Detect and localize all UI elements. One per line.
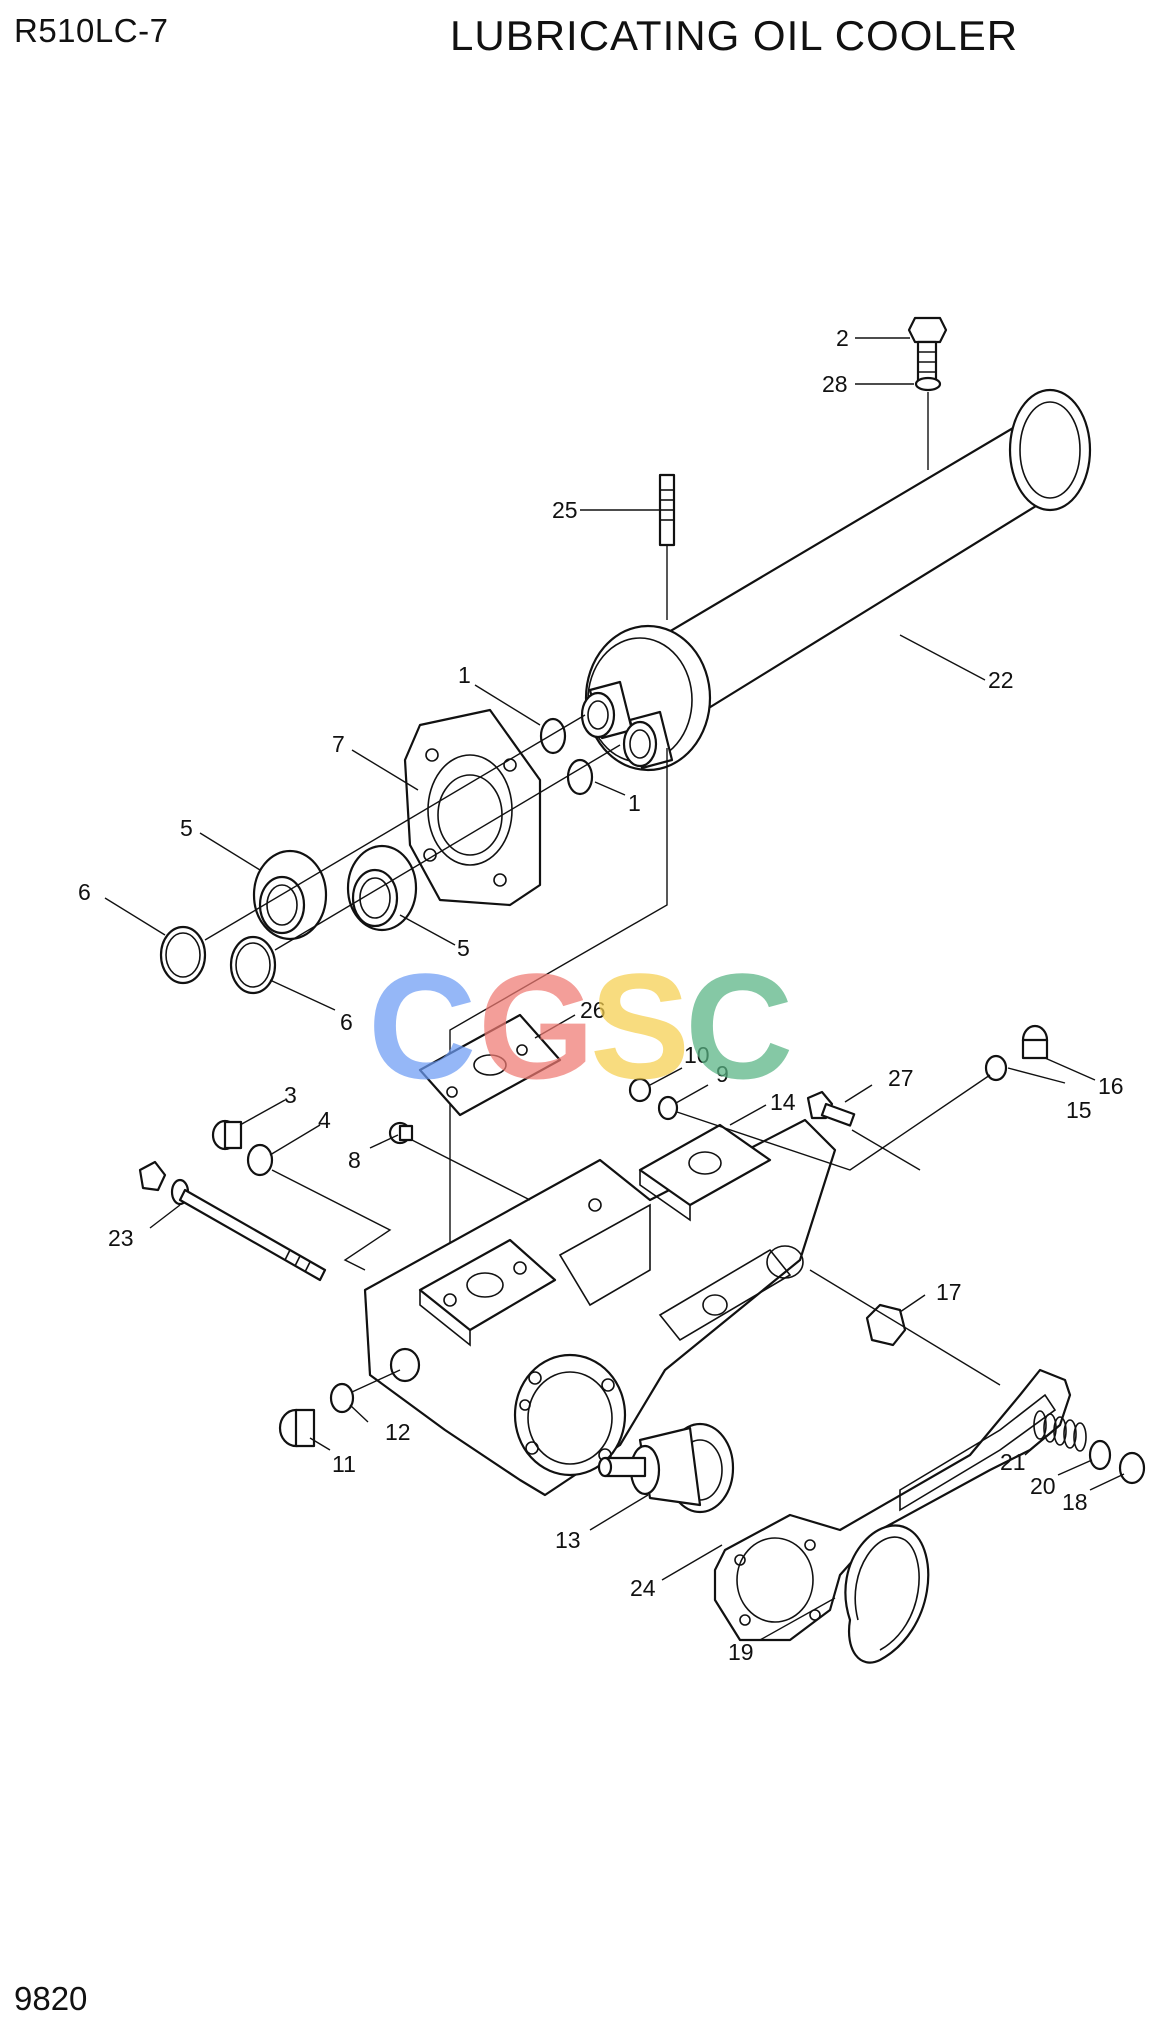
spring	[1033, 1410, 1087, 1452]
callout-24: 24	[630, 1575, 656, 1601]
valve-housing	[363, 1118, 837, 1497]
callout-20: 20	[1030, 1473, 1056, 1499]
callout-16: 16	[1098, 1073, 1124, 1099]
callout-25: 25	[552, 497, 578, 523]
cooler-nozzle	[622, 710, 674, 770]
callout-6: 6	[340, 1009, 353, 1035]
plug	[211, 1119, 243, 1151]
callout-15: 15	[1066, 1097, 1092, 1123]
plug	[628, 1077, 652, 1103]
o-ring	[159, 925, 207, 985]
o-ring	[566, 758, 594, 796]
callout-10: 10	[684, 1042, 710, 1068]
o-ring	[539, 717, 567, 755]
snap-ring	[1118, 1451, 1146, 1485]
cooler-body	[580, 388, 1092, 772]
callout-7: 7	[332, 731, 345, 757]
plate	[418, 1013, 562, 1117]
page-title: LUBRICATING OIL COOLER	[450, 12, 1019, 59]
long-bolt	[138, 1160, 327, 1282]
callout-4: 4	[318, 1107, 331, 1133]
watermark-letter: C	[368, 942, 476, 1110]
thermostat-valve	[597, 1422, 735, 1514]
callout-19: 19	[728, 1639, 754, 1665]
callout-1: 1	[628, 790, 641, 816]
callout-5: 5	[180, 815, 193, 841]
callout-21: 21	[1000, 1449, 1026, 1475]
callout-12: 12	[385, 1419, 411, 1445]
callout-11: 11	[332, 1451, 356, 1477]
flange-bolt	[806, 1090, 856, 1127]
callout-28: 28	[822, 371, 848, 397]
adapter-flange	[403, 708, 542, 907]
o-ring	[229, 935, 277, 995]
callout-2: 2	[836, 325, 849, 351]
screw	[388, 1121, 414, 1145]
callout-27: 27	[888, 1065, 914, 1091]
o-ring	[246, 1143, 274, 1177]
callout-26: 26	[580, 997, 606, 1023]
plug	[1021, 1024, 1049, 1060]
callout-5: 5	[457, 935, 470, 961]
callout-8: 8	[348, 1147, 361, 1173]
washer	[914, 376, 942, 392]
watermark-letter: G	[478, 942, 595, 1110]
callout-18: 18	[1062, 1489, 1088, 1515]
callout-13: 13	[555, 1527, 581, 1553]
o-ring	[329, 1382, 355, 1414]
callout-14: 14	[770, 1089, 796, 1115]
o-ring	[984, 1054, 1008, 1082]
bolt	[907, 316, 948, 382]
callout-23: 23	[108, 1225, 134, 1251]
callout-17: 17	[936, 1279, 962, 1305]
snap-ring	[844, 1524, 930, 1664]
washer	[1088, 1439, 1112, 1471]
callout-1: 1	[458, 662, 471, 688]
watermark-letter: S	[590, 942, 690, 1110]
callout-3: 3	[284, 1082, 297, 1108]
callout-9: 9	[716, 1061, 729, 1087]
callout-22: 22	[988, 667, 1014, 693]
model-code: R510LC-7	[14, 12, 169, 49]
stud	[658, 473, 676, 620]
flanged-sleeve	[252, 849, 328, 941]
plug	[278, 1408, 316, 1448]
callout-6: 6	[78, 879, 91, 905]
plug-nut	[865, 1303, 907, 1347]
watermark-letter: C	[685, 942, 793, 1110]
cgsc-watermark: C G S C	[368, 942, 793, 1110]
page-number: 9820	[14, 1980, 88, 2017]
o-ring	[657, 1095, 679, 1121]
